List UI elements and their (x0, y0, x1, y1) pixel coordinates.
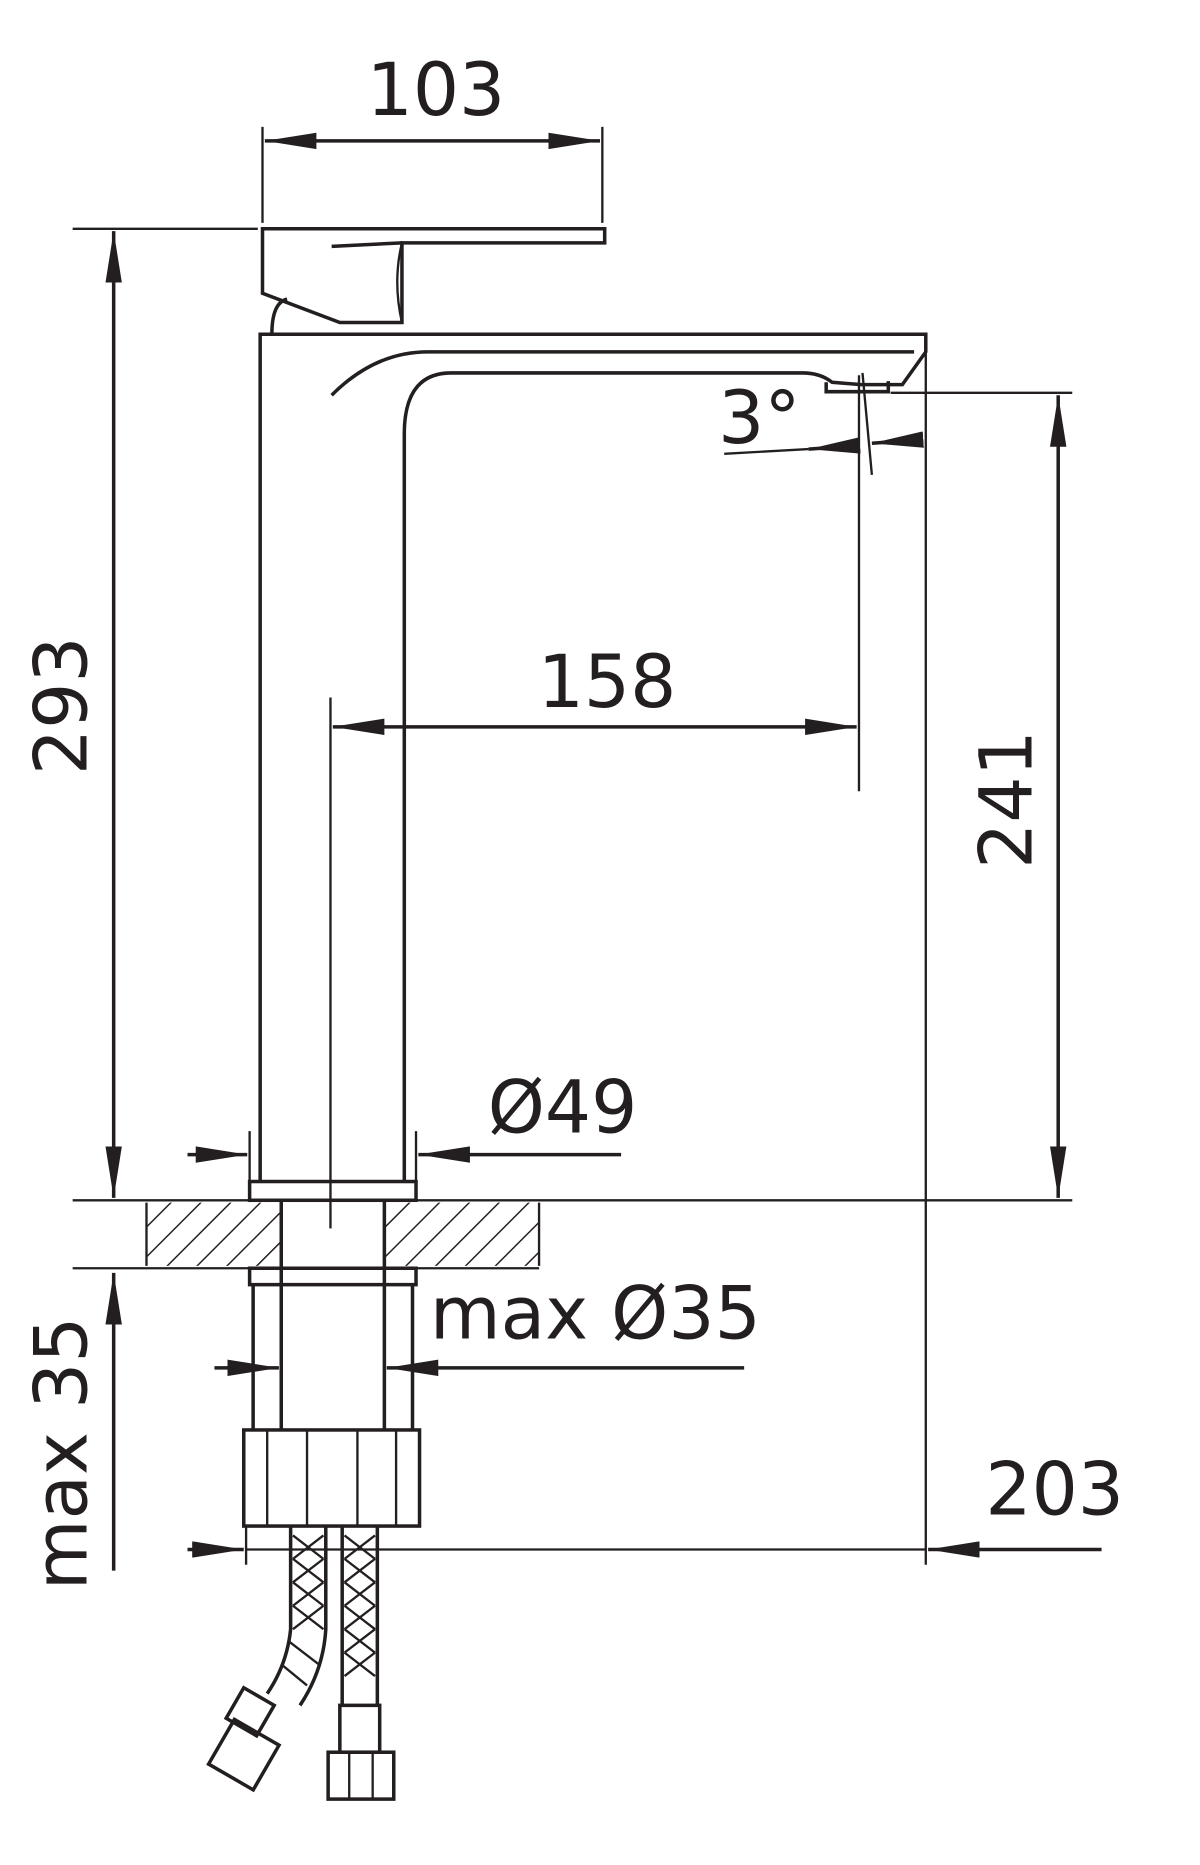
label-max-diameter-35: max Ø35 (430, 1273, 761, 1357)
dimension-max-hole-diameter: max Ø35 (214, 1273, 761, 1377)
countertop-section (72, 1199, 1073, 1270)
label-293: 293 (21, 636, 105, 775)
label-3-degree: 3° (718, 377, 801, 461)
label-103: 103 (367, 49, 506, 133)
label-158: 158 (538, 641, 677, 725)
supply-hose-right (326, 1526, 396, 1801)
dimension-spout-reach: 158 (329, 641, 857, 1229)
faucet-base (241, 1179, 422, 1528)
dimension-body-diameter: Ø49 (187, 1066, 638, 1182)
dimension-spout-angle: 3° (718, 372, 924, 792)
label-max-35: max 35 (21, 1317, 105, 1591)
dimension-total-depth: 203 (187, 351, 1124, 1565)
supply-hose-left (206, 1526, 328, 1793)
dimension-total-height: 293 (21, 227, 258, 1198)
dimension-max-counter-thickness: max 35 (21, 1272, 122, 1591)
label-diameter-49: Ø49 (488, 1066, 638, 1150)
label-241: 241 (965, 730, 1049, 869)
dimension-spout-height: 241 (890, 391, 1073, 1198)
label-203: 203 (985, 1448, 1124, 1532)
faucet-body (258, 332, 928, 1182)
dimension-handle-length: 103 (261, 49, 604, 223)
handle-lever (260, 227, 607, 335)
